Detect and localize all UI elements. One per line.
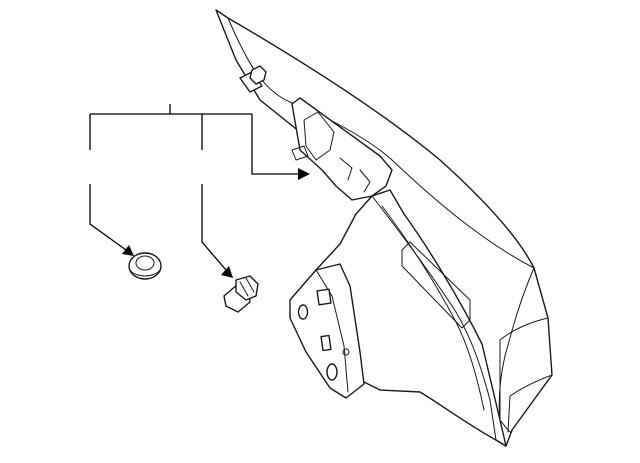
mounting-stud [239,65,267,93]
lamp-upper-tab-clip [303,111,335,161]
tail-lamp-assembly [215,9,553,447]
lamp-upper-tab-hook [291,145,309,161]
grommet [128,252,162,280]
leader-clip [201,114,227,271]
stud-hex [249,65,267,85]
lamp-bracket-edge [315,269,349,393]
push-pin-clip [223,275,259,313]
grommet-outer [128,252,162,280]
lamp-lens-lower-band [499,317,549,433]
lamp-upper-tab-rib [339,157,371,193]
lamp-bulb-window [401,241,471,329]
arrow-grommet [122,245,134,256]
grommet-rim [129,269,161,277]
arrow-clip [221,266,233,278]
lamp-lens-ridge [498,267,535,421]
arrow-stud [298,168,310,180]
callout-tree [89,104,310,278]
leader-stud [251,114,300,175]
lamp-housing-rim [371,195,497,441]
lamp-bracket-slot-lower [320,334,332,352]
lamp-bracket-slot-upper [316,288,332,306]
grommet-inner [135,255,155,271]
lamp-upper-tab [291,97,393,201]
lamp-lens-lower-band-2 [507,374,553,433]
lamp-bracket-pin [342,348,350,356]
leader-grommet [89,114,127,251]
lamp-bracket-hole-lower [326,363,338,381]
clip-ribs [239,277,255,297]
clip-head [235,275,259,301]
stud-shaft [239,71,263,93]
lamp-bracket-hole-upper [297,304,309,320]
